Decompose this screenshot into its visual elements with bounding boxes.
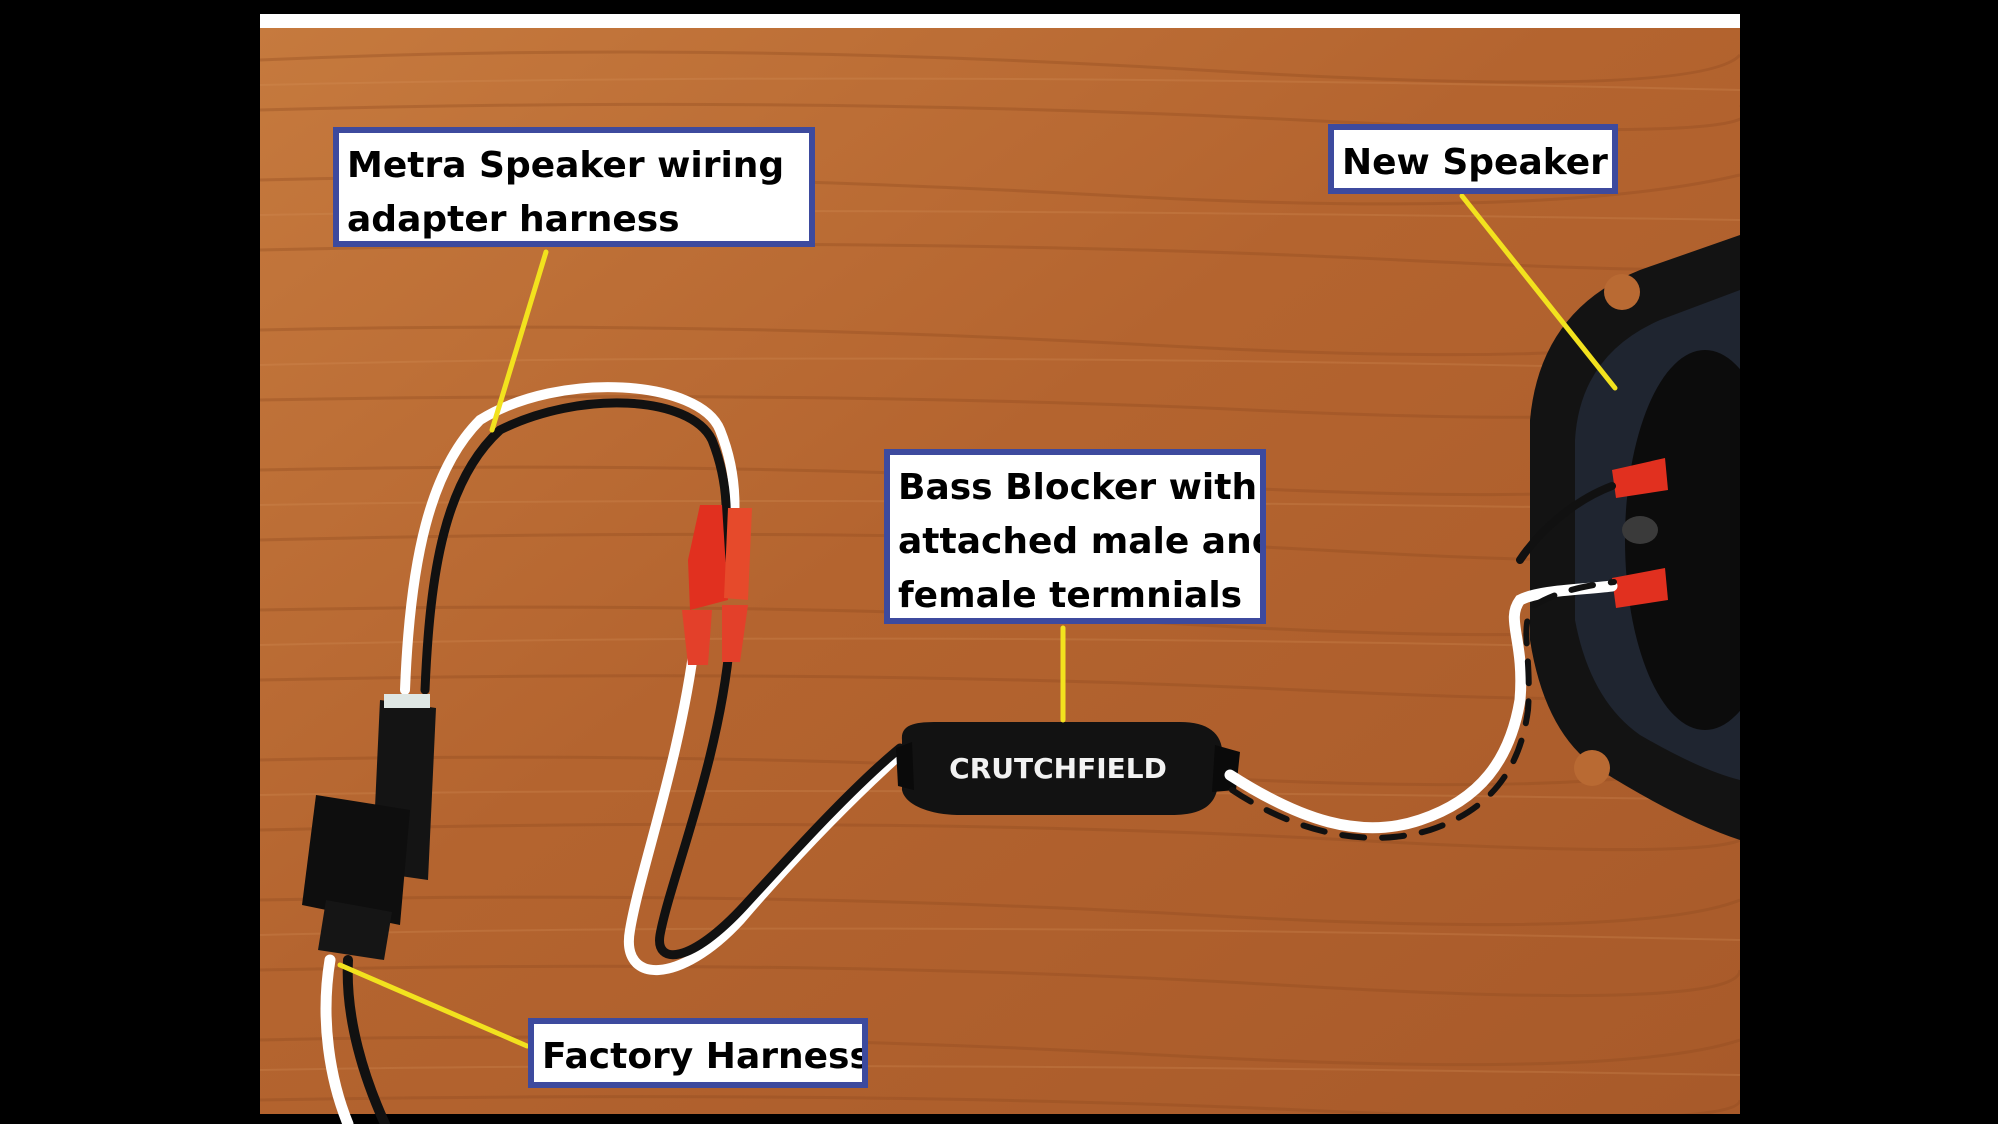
callout-text-line: female termnials	[898, 575, 1243, 616]
callout-new-speaker: New Speaker	[1328, 124, 1618, 194]
speaker	[1530, 235, 1740, 840]
twisted-wire	[1224, 482, 1618, 841]
leader-line-metra	[489, 249, 549, 433]
callout-text-line: New Speaker	[1342, 142, 1608, 183]
leader-lines	[337, 193, 1618, 1049]
red-terminals	[682, 505, 752, 665]
callout-text-line: Factory Harness	[542, 1036, 868, 1077]
crutchfield-logo: CRUTCHFIELD	[949, 752, 1167, 785]
leader-line-factory	[337, 962, 530, 1049]
leader-line-new-speaker	[1459, 193, 1618, 391]
factory-connector	[302, 694, 436, 960]
callout-factory-harness: Factory Harness	[528, 1018, 868, 1088]
callout-bass-blocker: Bass Blocker with attached male and fema…	[884, 449, 1266, 624]
adapter-harness	[320, 382, 910, 1124]
callout-text-line: attached male and	[898, 521, 1266, 562]
callout-text-line: adapter harness	[347, 199, 680, 240]
callout-text-line: Metra Speaker wiring	[347, 145, 785, 186]
callout-metra-harness: Metra Speaker wiring adapter harness	[333, 127, 815, 247]
callout-text-line: Bass Blocker with	[898, 467, 1258, 508]
